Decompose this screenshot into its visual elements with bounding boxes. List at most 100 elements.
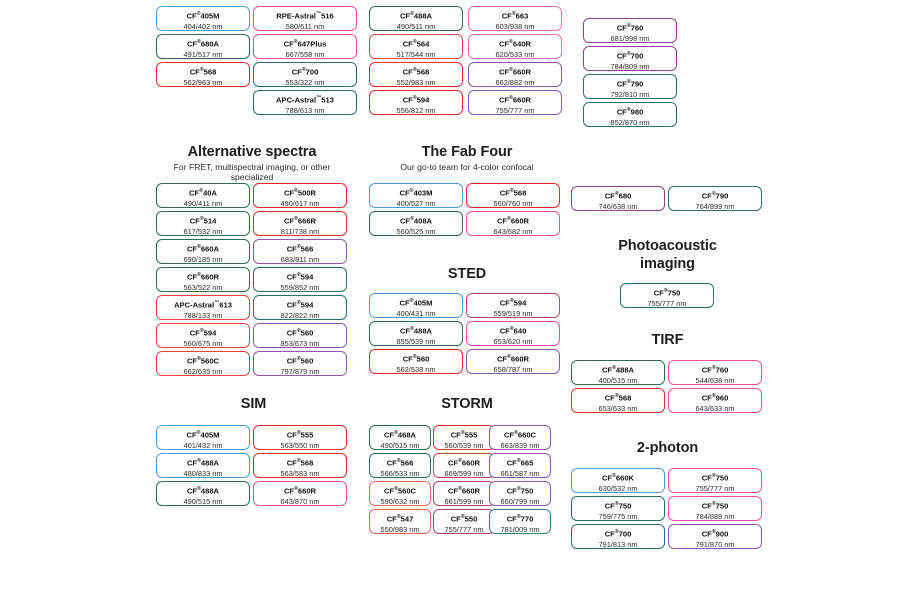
- dye-card-name: CF®488A: [186, 486, 220, 496]
- dye-card-name: CF®980: [616, 107, 644, 117]
- dye-card-name: CF®488A: [601, 365, 635, 375]
- dye-card-name: CF®660C: [503, 430, 537, 440]
- dye-card-value: 559/852 nm: [280, 282, 320, 292]
- dye-card-name: CF®560C: [186, 356, 220, 366]
- dye-card-value: 563/583 nm: [280, 468, 320, 478]
- dye-card-value: 669/599 nm: [444, 468, 484, 478]
- dye-card-value: 566/533 nm: [380, 468, 420, 478]
- section-title: STORM: [441, 396, 493, 412]
- dye-card-name: CF®560: [402, 354, 430, 364]
- dye-card-name: CF®680: [604, 191, 632, 201]
- dye-card-name: CF®594: [499, 298, 527, 308]
- dye-card-value: 563/522 nm: [183, 282, 223, 292]
- dye-card-name: CF®660R: [447, 486, 481, 496]
- section-title: The Fab Four: [421, 144, 513, 160]
- dye-card-name: CF®700: [291, 67, 319, 77]
- dye-card-value: 553/322 nm: [285, 77, 325, 87]
- dye-card-value: 755/777 nm: [647, 298, 687, 308]
- dye-card-name: CF®564: [402, 39, 430, 49]
- dye-card-value: 788/613 nm: [285, 105, 325, 115]
- section-subtitle: Our go-to team for 4-color confocal: [400, 161, 534, 172]
- section-subtitle: For FRET, multispectral imaging, or othe…: [173, 161, 331, 182]
